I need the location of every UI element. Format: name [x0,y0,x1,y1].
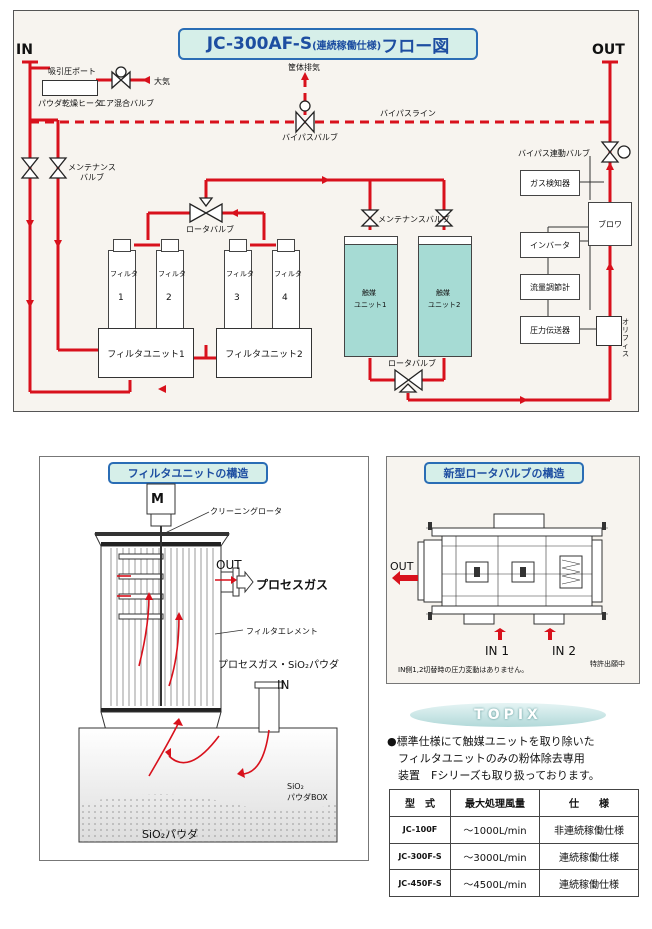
rota-note: IN側1,2切替時の圧力変動はありません。 [398,666,529,674]
spec-table-header: 型 式 最大処理風量 仕 様 [389,789,639,817]
bypass-line-label: バイパスライン [380,109,436,118]
air-mix-valve-label: エア混合バルブ [98,99,154,108]
spec-flow: ～4500L/min [450,869,540,897]
filter-2: フィルタ 2 [156,239,186,334]
rota-valve-top-label: ロータバルブ [186,225,234,234]
pressure-transmitter-box: 圧力伝送器 [520,316,580,344]
spec-header-spec: 仕 様 [539,789,639,817]
filter-structure-title: フィルタユニットの構造 [108,462,268,484]
topix-line-1: ●標準仕様にて触媒ユニットを取り除いた [387,735,595,748]
orifice-label: オリフィス [622,318,629,358]
spec-row: JC-300F-S ～3000L/min 連続稼働仕様 [389,842,639,871]
filter-4: フィルタ 4 [272,239,302,334]
process-gas-sio2-label: プロセスガス・SiO₂パウダ [218,660,340,671]
filter-in-label: IN [277,678,290,692]
suction-port-label: 吸引圧ポート [48,67,96,76]
bypass-link-valve-label: バイパス連動バルブ [518,149,590,158]
spec-row: JC-450F-S ～4500L/min 連続稼働仕様 [389,869,639,897]
maint-valve-label-b: バルブ [80,173,104,182]
rota-valve-drawing [392,513,608,640]
spec-model: JC-450F-S [389,869,451,897]
bypass-valve-label: バイパスバルブ [282,133,338,142]
spec-spec: 連続稼働仕様 [539,842,639,871]
topix-line-3: 装置 Fシリーズも取り扱っております。 [398,769,600,782]
bypass-link-valve-icon [600,141,620,163]
maint-valve-label: メンテナンス [68,163,116,172]
flow-regulator-box: 流量調節計 [520,274,580,300]
out-label: OUT [592,42,625,58]
filter-unit-2: フィルタユニット2 [216,328,312,378]
heater-box [42,80,98,96]
process-gas-label: プロセスガス [256,578,329,592]
filter-3: フィルタ 3 [224,239,254,334]
spec-row: JC-100F ～1000L/min 非連続稼働仕様 [389,815,639,844]
bypass-exhaust-label: 筐体排気 [288,63,320,72]
motor-label: M [151,492,164,507]
blower-box: ブロワ [588,202,632,246]
rota-in1-label: IN 1 [485,644,509,658]
rota-out-label: OUT [390,560,414,573]
sio2-box-label-b: パウダBOX [287,793,328,802]
catalyst-unit-1: 触媒 ユニット1 [344,236,398,357]
topix-badge: TOPIX [410,703,606,727]
spec-header-model: 型 式 [389,789,451,817]
spec-flow: ～3000L/min [450,842,540,871]
patent-pending-label: 特許出願中 [590,660,625,668]
spec-spec: 連続稼働仕様 [539,869,639,897]
spec-header-flow: 最大処理風量 [450,789,540,817]
filter-1: フィルタ 1 [108,239,138,334]
orifice-box [596,316,622,346]
filter-unit-1: フィルタユニット1 [98,328,194,378]
maint-valve-2-label: メンテナンスバルブ [378,215,450,224]
inverter-box: インバータ [520,232,580,258]
maint-valve-cat1-icon [360,209,380,227]
rota-in2-label: IN 2 [552,644,576,658]
maint-valve-left-icon [20,157,40,179]
in-label: IN [16,42,33,58]
filter-out-label: OUT [216,558,242,572]
catalyst-unit-2: 触媒 ユニット2 [418,236,472,357]
atmosphere-label: 大気 [154,77,170,86]
flow-title: JC-300AF-S (連続稼働仕様) フロー図 [178,28,478,60]
flow-title-suffix: フロー図 [381,36,450,57]
heater-label: パウダ乾燥ヒータ [38,99,102,108]
rota-valve-bottom-icon [394,368,423,392]
maint-valve-cat2-icon [434,209,454,227]
cleaning-rotor-label: クリーニングロータ [210,507,282,516]
spec-table: 型 式 最大処理風量 仕 様 JC-100F ～1000L/min 非連続稼働仕… [389,789,639,897]
flow-title-main: JC-300AF-S [206,34,313,54]
sio2-powder-label: SiO₂パウダ [142,828,199,841]
spec-spec: 非連続稼働仕様 [539,815,639,844]
sio2-box-label-a: SiO₂ [287,782,304,791]
bypass-valve-icon [295,110,315,134]
flow-title-paren: (連続稼働仕様) [312,40,382,52]
rota-valve-bottom-label: ロータバルブ [388,359,436,368]
air-mix-valve-icon [111,70,131,90]
filter-element-label: フィルタエレメント [246,627,318,636]
maint-valve-right-icon [48,157,68,179]
rota-valve-title: 新型ロータバルブの構造 [424,462,584,484]
spec-model: JC-100F [389,815,451,844]
gas-detector-box: ガス検知器 [520,170,580,196]
filter-structure-drawing [78,483,338,843]
spec-flow: ～1000L/min [450,815,540,844]
rota-valve-top-icon [189,202,223,224]
spec-model: JC-300F-S [389,842,451,871]
topix-line-2: フィルタユニットのみの粉体除去専用 [398,752,585,765]
